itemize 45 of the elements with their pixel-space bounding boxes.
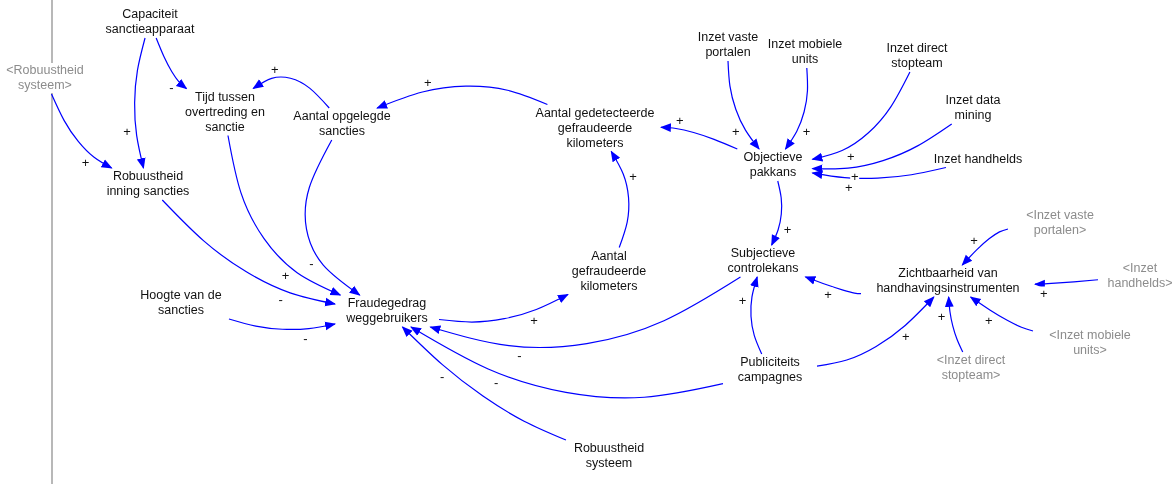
causal-link-arrow <box>816 296 935 367</box>
variable-label: Objectieve pakkans <box>735 150 811 180</box>
causal-link-arrow <box>401 326 567 441</box>
variable-label: Inzet direct stopteam <box>877 41 957 71</box>
causal-link-arrow <box>429 276 742 349</box>
causal-link-arrow <box>659 123 738 150</box>
causal-link-arrow <box>811 123 953 174</box>
polarity-sign: + <box>1039 286 1049 300</box>
variable-label: Robuustheid inning sancties <box>95 169 201 199</box>
variable-label: Hoogte van de sancties <box>128 288 234 318</box>
causal-link-arrow <box>252 76 330 109</box>
causal-link-arrow <box>811 166 947 179</box>
causal-link-arrow <box>227 134 342 296</box>
causal-link-arrow <box>438 293 569 323</box>
causal-link-arrow <box>410 326 724 399</box>
variable-label: Robuustheid systeem <box>564 441 654 471</box>
causal-link-arrow <box>969 296 1034 332</box>
causal-link-arrow <box>376 85 548 109</box>
causal-link-arrow <box>784 67 809 150</box>
causal-link-arrow <box>155 37 188 90</box>
variable-label: Aantal opgelegde sancties <box>284 109 400 139</box>
variable-label: Inzet data mining <box>938 93 1008 123</box>
variable-label: Publiciteits campagnes <box>725 355 815 385</box>
causal-link-arrow <box>161 199 337 307</box>
variable-label: Zichtbaarheid van handhavingsinstrumenten <box>863 266 1033 296</box>
causal-link-arrow <box>804 276 862 295</box>
causal-link-arrow <box>304 139 361 296</box>
causal-link-arrow <box>1033 279 1099 289</box>
causal-link-arrow <box>610 150 630 249</box>
causal-link-arrow <box>961 228 1009 266</box>
causal-link-arrow <box>944 295 964 353</box>
variable-label: Inzet handhelds <box>933 151 1023 167</box>
variable-label: Tijd tussen overtreding en sanctie <box>177 89 273 135</box>
causal-link-arrow <box>134 37 146 170</box>
causal-link-arrow <box>228 318 337 331</box>
variable-label: Aantal gefraudeerde kilometers <box>561 248 657 294</box>
causal-link-arrow <box>50 93 113 169</box>
variable-label: Aantal gedetecteerde gefraudeerde kilometers <box>531 105 659 151</box>
variable-label: Capaciteit sanctieapparaat <box>95 7 205 37</box>
causal-link-arrow <box>811 71 911 162</box>
causal-link-arrow <box>750 275 763 355</box>
causal-link-arrow <box>727 60 760 150</box>
variable-label: Subjectieve controlekans <box>715 246 811 276</box>
causal-link-arrow <box>771 180 783 246</box>
variable-label: Fraudegedrag weggebruikers <box>337 296 437 326</box>
